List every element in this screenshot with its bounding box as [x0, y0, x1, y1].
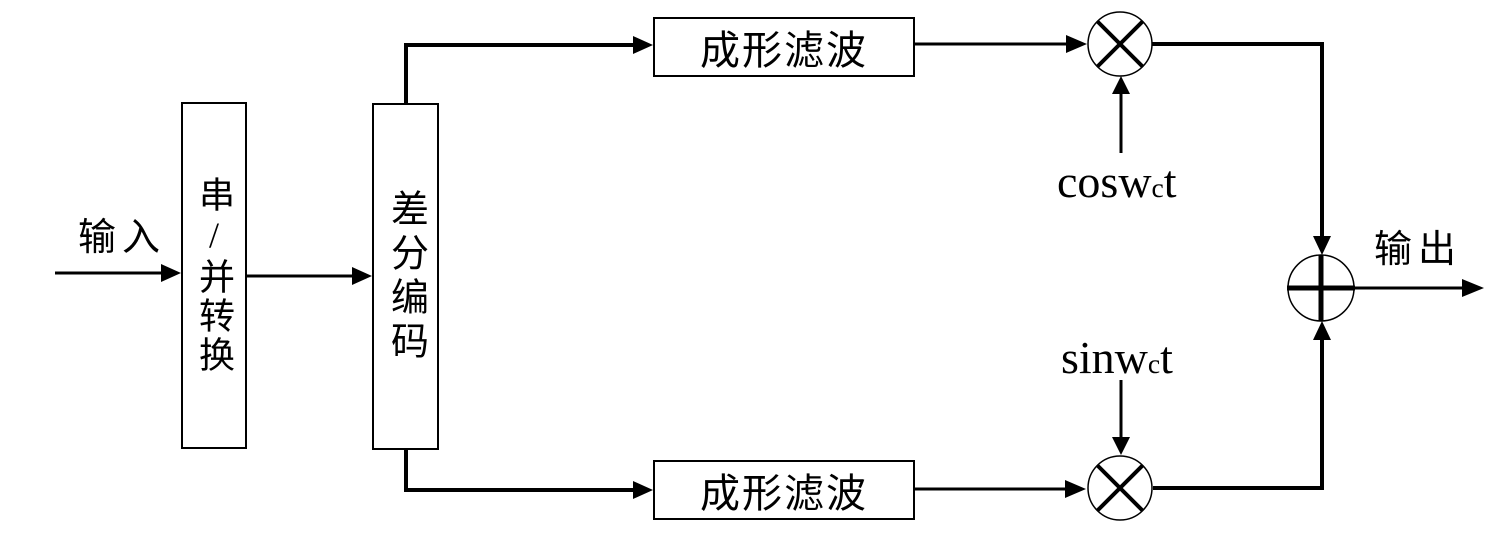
shaping-filter-top-label: 成形滤波	[700, 28, 868, 73]
bottom-branch-arrow	[404, 450, 653, 499]
cos-carrier-main: cosw	[1057, 156, 1152, 207]
sin-carrier-tail: t	[1160, 332, 1173, 383]
adder-icon	[1287, 254, 1355, 322]
serial-parallel-box: 串/并转换	[181, 102, 247, 449]
sin-carrier-sub: c	[1147, 348, 1161, 379]
sin-carrier-main: sinw	[1061, 332, 1148, 383]
cos-carrier-label: coswct	[1057, 155, 1177, 208]
output-arrow	[1354, 279, 1484, 297]
serial-parallel-label: 串/并转换	[194, 176, 234, 375]
cos-carrier-arrow	[1112, 76, 1130, 153]
sin-carrier-arrow	[1112, 380, 1130, 455]
cos-carrier-tail: t	[1163, 156, 1177, 207]
multiplier-top-icon	[1087, 11, 1153, 77]
top-multiplier-to-adder-arrow	[1152, 42, 1331, 255]
filter-top-to-multiplier-arrow	[915, 35, 1087, 53]
sin-carrier-label: sinwct	[1061, 331, 1173, 384]
shaping-filter-bottom-label: 成形滤波	[700, 471, 868, 516]
output-label: 输出	[1374, 229, 1463, 271]
differential-encoder-box: 差分编码	[372, 103, 439, 450]
differential-encoder-label: 差分编码	[384, 188, 427, 365]
bottom-multiplier-to-adder-arrow	[1153, 321, 1331, 490]
cos-carrier-sub: c	[1151, 172, 1164, 203]
sp-to-diff-arrow	[247, 267, 372, 285]
input-arrow	[55, 264, 181, 282]
top-branch-arrow	[404, 36, 653, 103]
shaping-filter-bottom-box: 成形滤波	[653, 460, 915, 520]
input-label: 输入	[78, 217, 167, 259]
filter-bottom-to-multiplier-arrow	[915, 480, 1086, 498]
shaping-filter-top-box: 成形滤波	[653, 17, 915, 77]
multiplier-bottom-icon	[1087, 455, 1153, 521]
